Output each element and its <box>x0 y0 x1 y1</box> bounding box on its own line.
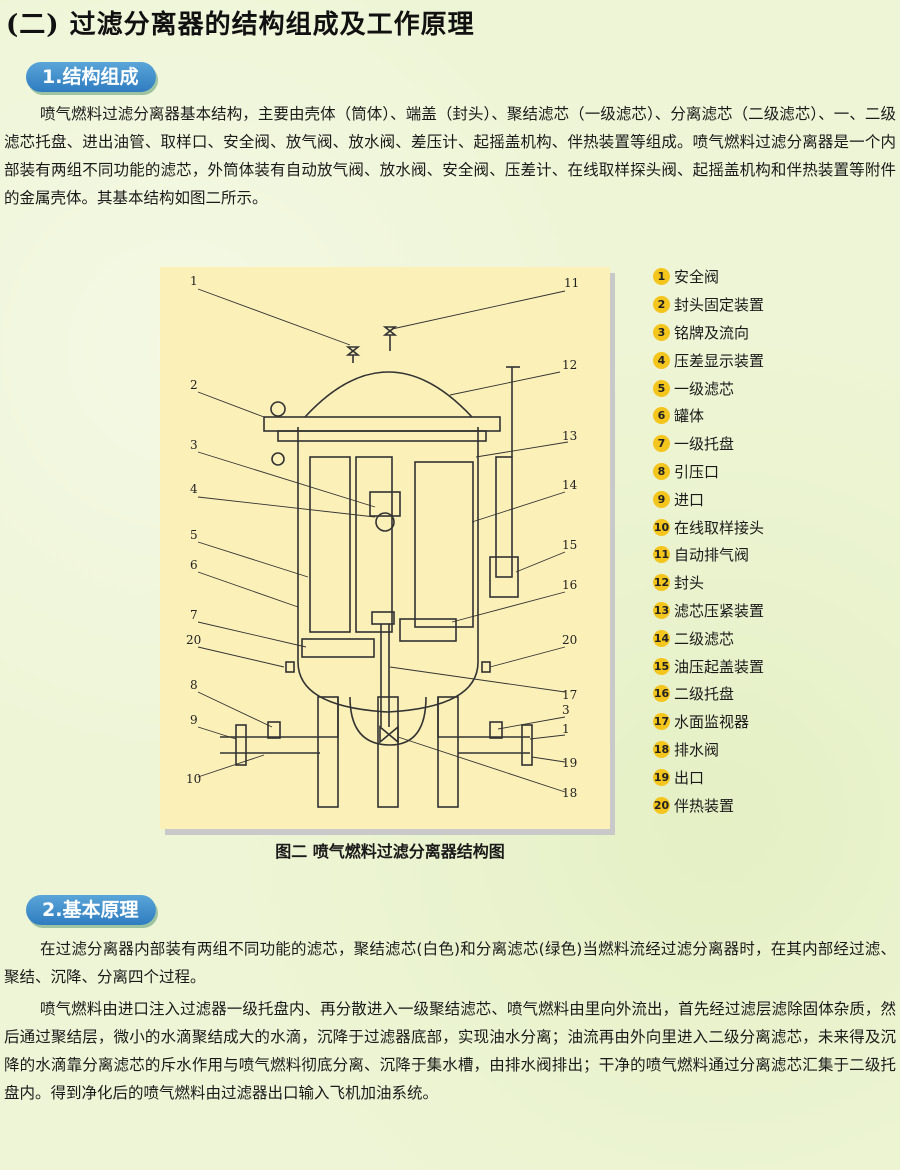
legend-label: 封头固定装置 <box>674 296 765 315</box>
principle-paragraph-1: 在过滤分离器内部装有两组不同功能的滤芯，聚结滤芯(白色)和分离滤芯(绿色)当燃料… <box>4 940 896 986</box>
legend-label: 一级托盘 <box>674 435 735 454</box>
callout-label: 5 <box>190 528 198 542</box>
callout-label: 15 <box>562 538 577 552</box>
legend-number-badge: 6 <box>653 407 670 425</box>
legend-label: 滤芯压紧装置 <box>674 601 765 620</box>
legend-number-badge: 20 <box>653 796 670 814</box>
filter-separator-diagram: 1 11 12 2 13 3 14 4 5 15 6 16 7 20 20 8 … <box>160 267 610 829</box>
legend-number-badge: 2 <box>653 296 670 314</box>
figure-caption: 图二 喷气燃料过滤分离器结构图 <box>275 842 505 861</box>
legend-number-badge: 8 <box>653 462 670 480</box>
legend-number-badge: 16 <box>653 685 670 703</box>
legend-label: 二级托盘 <box>674 685 735 704</box>
legend-number-badge: 12 <box>653 574 670 592</box>
legend-label: 铭牌及流向 <box>674 323 750 342</box>
callout-label: 20 <box>562 633 577 647</box>
legend-label: 自动排气阀 <box>674 546 750 565</box>
section-heading-structure: 1.结构组成 <box>26 62 157 92</box>
legend-number-badge: 4 <box>653 351 670 369</box>
callout-label: 6 <box>190 558 198 572</box>
callout-label: 8 <box>190 678 198 692</box>
legend-number-badge: 11 <box>653 546 670 564</box>
legend-label: 一级滤芯 <box>674 379 735 398</box>
legend-label: 排水阀 <box>674 740 720 759</box>
callout-label: 19 <box>562 756 577 770</box>
legend-label: 引压口 <box>674 462 720 481</box>
legend-number-badge: 13 <box>653 601 670 619</box>
callout-label: 16 <box>562 578 577 592</box>
legend-label: 水面监视器 <box>674 713 750 732</box>
callout-label: 1 <box>190 274 198 288</box>
legend-label: 在线取样接头 <box>674 518 765 537</box>
legend-label: 安全阀 <box>674 268 720 287</box>
legend-number-badge: 9 <box>653 490 670 508</box>
callout-label: 1 <box>562 722 570 736</box>
legend-label: 油压起盖装置 <box>674 657 765 676</box>
page-title: (二) 过滤分离器的结构组成及工作原理 <box>6 10 475 40</box>
legend-number-badge: 7 <box>653 435 670 453</box>
legend-number-badge: 10 <box>653 518 670 536</box>
legend-label: 罐体 <box>674 407 705 426</box>
legend-label: 压差显示装置 <box>674 351 765 370</box>
legend-label: 二级滤芯 <box>674 629 735 648</box>
legend-number-badge: 5 <box>653 379 670 397</box>
callout-label: 4 <box>190 482 198 496</box>
callout-label: 13 <box>562 429 577 443</box>
legend-label: 进口 <box>674 490 705 509</box>
callout-label: 2 <box>190 378 198 392</box>
legend-number-badge: 15 <box>653 657 670 675</box>
legend-label: 伴热装置 <box>674 796 735 815</box>
legend-number-badge: 3 <box>653 323 670 341</box>
section-heading-principle: 2.基本原理 <box>26 895 157 925</box>
callout-label: 3 <box>190 438 198 452</box>
legend-number-badge: 14 <box>653 629 670 647</box>
callout-label: 18 <box>562 786 577 800</box>
callout-label: 9 <box>190 713 198 727</box>
legend-number-badge: 19 <box>653 768 670 786</box>
legend-label: 封头 <box>674 574 705 593</box>
callout-label: 12 <box>562 358 577 372</box>
structure-paragraph: 喷气燃料过滤分离器基本结构，主要由壳体（筒体）、端盖（封头）、聚结滤芯（一级滤芯… <box>4 105 896 207</box>
callout-label: 10 <box>186 772 201 786</box>
legend-number-badge: 18 <box>653 740 670 758</box>
callout-label: 20 <box>186 633 201 647</box>
callout-label: 7 <box>190 608 198 622</box>
principle-paragraph-2: 喷气燃料由进口注入过滤器一级托盘内、再分散进入一级聚结滤芯、喷气燃料由里向外流出… <box>4 1000 896 1102</box>
legend-label: 出口 <box>674 768 705 787</box>
legend-number-badge: 1 <box>653 268 670 286</box>
callout-label: 11 <box>564 276 579 290</box>
callout-label: 14 <box>562 478 578 492</box>
legend-number-badge: 17 <box>653 713 670 731</box>
diagram-drawing: 1 11 12 2 13 3 14 4 5 15 6 16 7 20 20 8 … <box>186 274 579 808</box>
callout-label: 3 <box>562 703 570 717</box>
callout-label: 17 <box>562 688 577 702</box>
